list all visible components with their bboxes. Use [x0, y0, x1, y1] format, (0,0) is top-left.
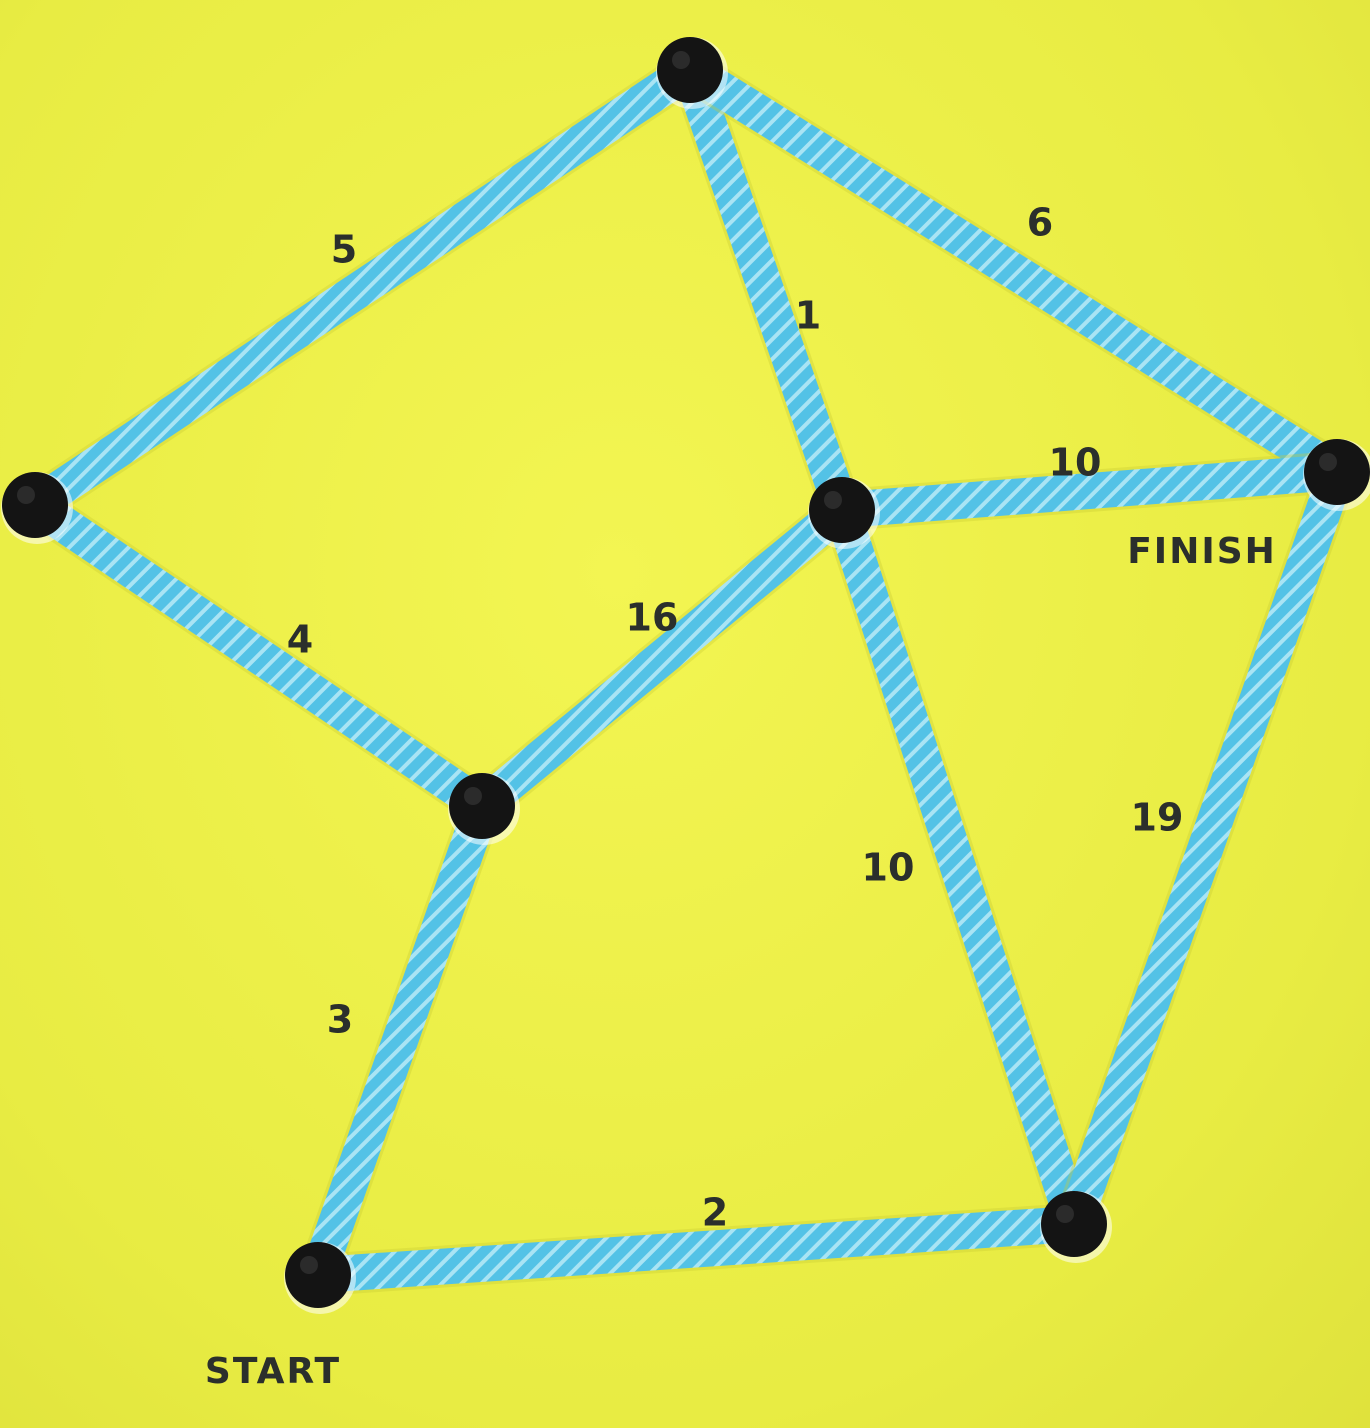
edge-weight-label: 10: [862, 846, 915, 890]
node-start: [284, 1242, 356, 1314]
node-bottom-right: [1040, 1191, 1112, 1263]
node-dot: [449, 773, 515, 839]
edge-top-center: [670, 63, 862, 517]
edge-weight-label: 16: [626, 596, 679, 640]
node-dot: [285, 1242, 351, 1308]
edges-layer: [23, 52, 1357, 1296]
node-dot: [809, 477, 875, 543]
node-mid-lower: [448, 773, 520, 845]
start-label: START: [205, 1351, 341, 1392]
tape-strip: [301, 800, 499, 1281]
node-left: [1, 472, 73, 544]
edge-weight-label: 3: [327, 998, 353, 1042]
node-dot: [657, 37, 723, 103]
finish-label: FINISH: [1127, 531, 1277, 572]
edge-weight-label: 4: [287, 618, 313, 662]
node-finish: [1303, 439, 1370, 511]
tape-strip: [1057, 466, 1354, 1230]
edge-center-mid-lower: [468, 493, 856, 823]
edge-top-finish: [678, 52, 1349, 490]
edge-weight-label: 6: [1027, 201, 1053, 245]
tape-strip: [840, 454, 1339, 528]
node-dot: [2, 472, 68, 538]
edge-top-left: [23, 52, 702, 523]
edge-weight-label: 1: [795, 294, 821, 338]
tape-strip: [824, 504, 1092, 1230]
edge-weight-label: 10: [1049, 441, 1102, 485]
node-top: [656, 37, 728, 109]
tape-strip: [316, 1206, 1076, 1293]
tape-strip: [25, 55, 700, 520]
tape-strip: [24, 490, 493, 821]
edge-mid-lower-start: [298, 799, 502, 1282]
edge-weight-label: 5: [331, 228, 357, 272]
tape-strip: [672, 64, 860, 516]
edge-finish-bottom-right: [1054, 465, 1357, 1231]
edge-weight-label: 19: [1131, 796, 1184, 840]
tape-strip: [680, 54, 1347, 488]
node-dot: [1304, 439, 1370, 505]
tape-strip: [470, 496, 854, 820]
node-center: [808, 477, 880, 549]
nodes-layer: [1, 37, 1370, 1314]
edge-start-bottom-right: [316, 1203, 1076, 1296]
edge-center-finish: [840, 451, 1339, 531]
edge-center-bottom-right: [822, 503, 1094, 1231]
edge-left-mid-lower: [23, 487, 494, 824]
edge-weight-label: 2: [702, 1191, 728, 1235]
node-dot: [1041, 1191, 1107, 1257]
